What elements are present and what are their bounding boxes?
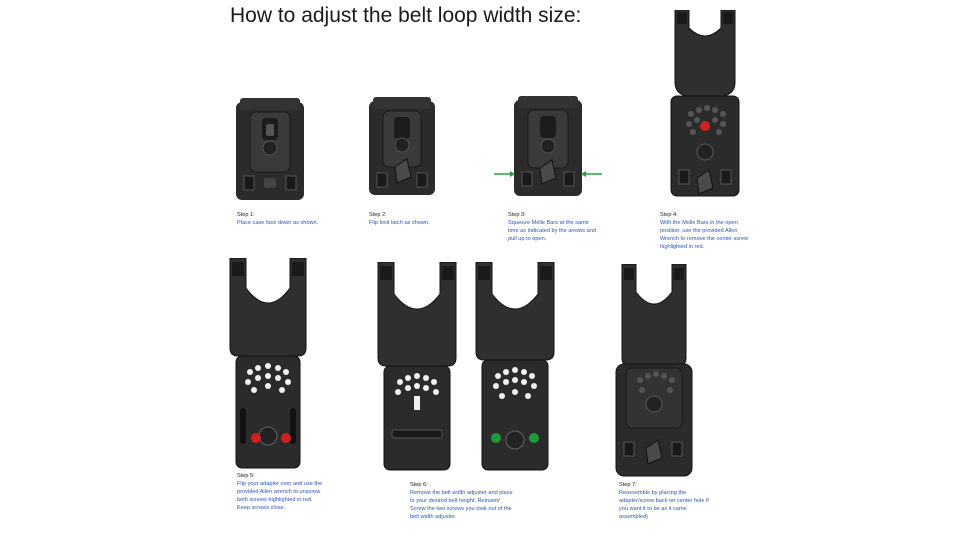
step-label: Step 4:	[660, 212, 678, 218]
adapter-reassembled-image	[614, 264, 694, 478]
step-1-instruction: Step 1: Place case face down as shown.	[237, 211, 327, 227]
case-latch-flipped-image	[367, 97, 437, 197]
step-text: Flip your adapter over and use the provi…	[237, 481, 323, 512]
page-title: How to adjust the belt loop width size:	[230, 4, 582, 27]
step-6-instruction: Step 6: Remove the belt width adjuster a…	[410, 481, 514, 522]
step-text: With the Molle Bars in the open position…	[660, 220, 749, 251]
step-label: Step 5:	[237, 473, 255, 479]
step-2-instruction: Step 2: Flip lock latch as shown.	[369, 211, 459, 227]
step-text: Reassemble by placing the adapter/screw …	[619, 490, 709, 521]
step-4-instruction: Step 4: With the Molle Bars in the open …	[660, 211, 750, 252]
case-squeeze-image	[494, 96, 606, 200]
arrow-right-icon	[494, 171, 515, 177]
step-text: Flip lock latch as shown.	[369, 220, 430, 227]
step-5-instruction: Step 5: Flip your adapter over and use t…	[237, 472, 327, 513]
case-front-image	[234, 98, 306, 202]
adapter-reinserted-image	[474, 262, 556, 472]
step-text: Place case face down as shown.	[237, 220, 319, 227]
step-text: Squeeze Molle Bars at the same time as i…	[508, 220, 596, 243]
adapter-adjuster-removed-image	[376, 262, 458, 472]
step-7-instruction: Step 7: Reassemble by placing the adapte…	[619, 481, 709, 522]
arrow-left-icon	[581, 171, 602, 177]
case-opened-image	[667, 10, 743, 198]
step-3-instruction: Step 3: Squeeze Molle Bars at the same t…	[508, 211, 598, 243]
step-label: Step 7:	[619, 482, 637, 488]
adapter-back-image	[228, 258, 308, 470]
step-label: Step 2:	[369, 212, 387, 218]
step-label: Step 1:	[237, 212, 255, 218]
step-text: Remove the belt width adjuster and place…	[410, 490, 513, 521]
step-label: Step 6:	[410, 482, 428, 488]
step-label: Step 3:	[508, 212, 526, 218]
